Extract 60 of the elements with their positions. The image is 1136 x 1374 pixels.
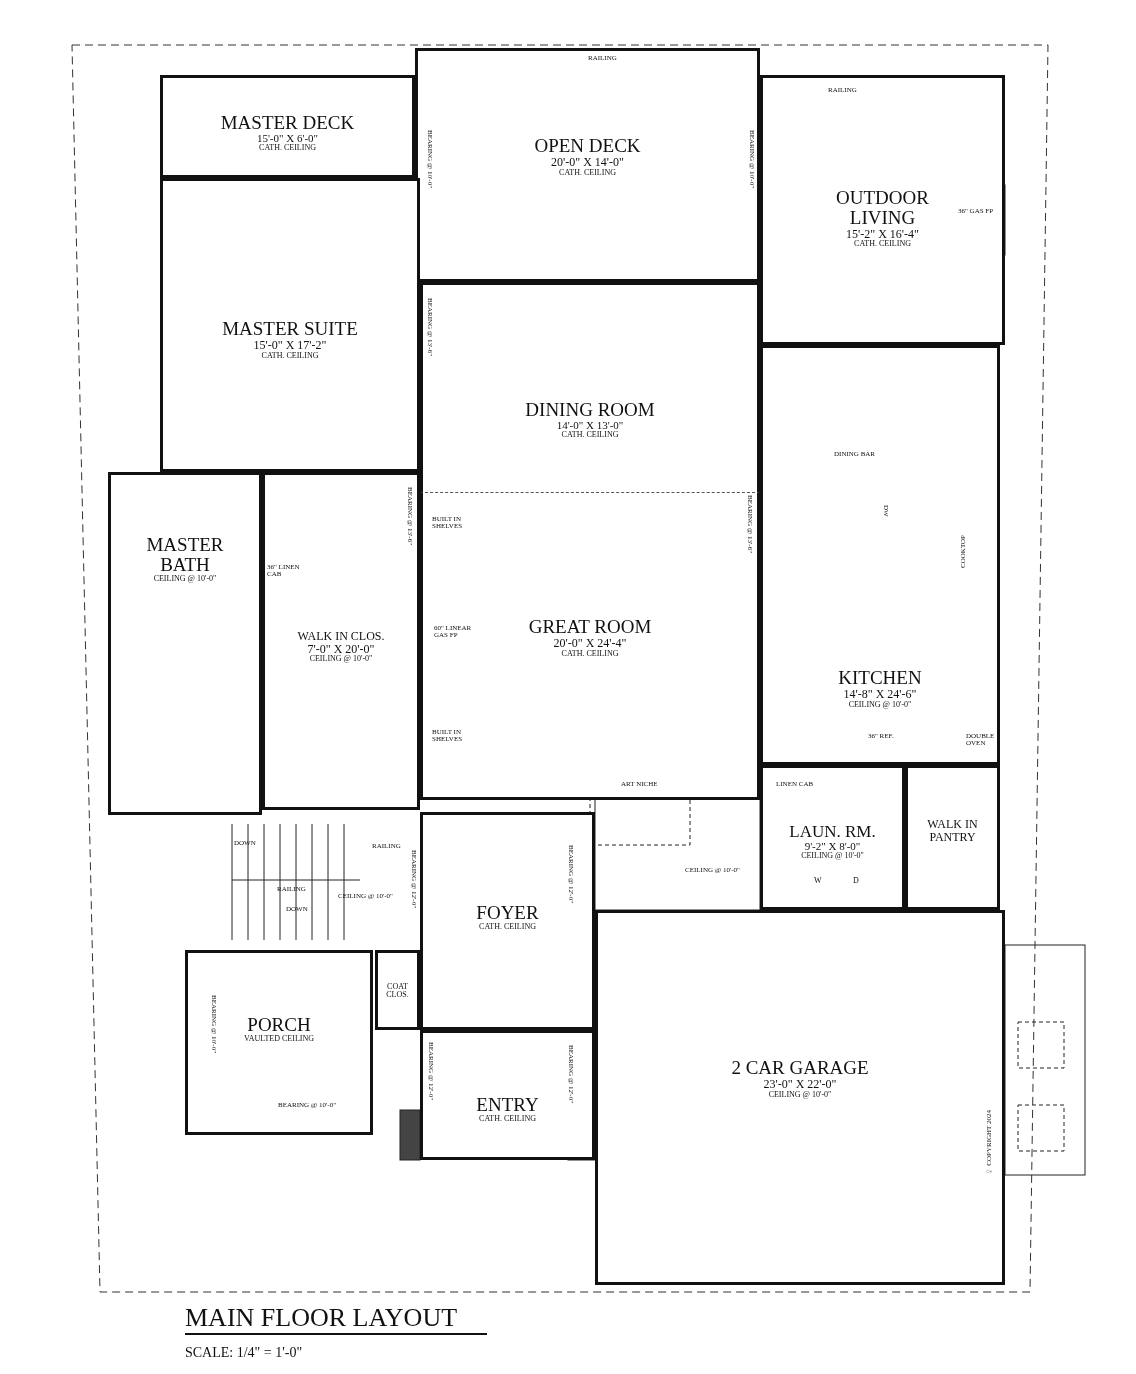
scale-note: SCALE: 1/4" = 1'-0": [185, 1345, 303, 1361]
ceiling-note: CEILING @ 10'-0": [309, 655, 373, 664]
room-dimensions: 15'-0" X 6'-0": [256, 132, 319, 144]
room-name: DINING ROOM: [525, 400, 655, 420]
room-outline: [760, 345, 1000, 765]
room-name: MASTER DECK: [220, 113, 355, 133]
room-name: FOYER: [476, 903, 539, 923]
room-outline: [760, 765, 905, 910]
room-name: KITCHEN: [838, 668, 922, 688]
room-name: OUTDOOR LIVING: [835, 188, 930, 228]
room-outline: [108, 472, 262, 815]
room-outline: [375, 950, 420, 1030]
room-outline: [905, 765, 1000, 910]
room-dimensions: 14'-0" X 13'-0": [556, 419, 624, 431]
room-name: WALK IN PANTRY: [926, 818, 979, 844]
room-dimensions: 23'-0" X 22'-0": [763, 1077, 837, 1091]
ceiling-note: VAULTED CEILING: [244, 1034, 314, 1044]
room-outline: [420, 812, 595, 1030]
room-outline: [420, 492, 760, 800]
room-dimensions: 15'-0" X 17'-2": [253, 338, 327, 352]
room-name: GREAT ROOM: [528, 617, 652, 637]
room-name: MASTER BATH: [145, 535, 225, 575]
ceiling-note: CATH. CEILING: [261, 351, 319, 360]
room-dimensions: 20'-0" X 14'-0": [551, 155, 624, 169]
plan-note: W: [814, 877, 822, 885]
ceiling-note: CEILING @ 10'-0": [153, 574, 217, 584]
room-dimensions: 7'-0" X 20'-0": [307, 642, 375, 656]
ceiling-note: CATH. CEILING: [479, 1114, 536, 1124]
ceiling-note: CEILING @ 10'-0": [801, 852, 864, 861]
room-name: OPEN DECK: [534, 136, 641, 156]
ceiling-note: CEILING @ 10'-0": [848, 700, 912, 709]
ceiling-note: CEILING @ 10'-0": [768, 1090, 832, 1099]
room-name: ENTRY: [476, 1095, 539, 1115]
plan-note: D: [853, 877, 859, 885]
ceiling-note: CATH. CEILING: [479, 922, 536, 932]
room-dimensions: 20'-0" X 24'-4": [553, 636, 627, 650]
room-outline: [595, 910, 1005, 1285]
room-name: PORCH: [247, 1015, 311, 1035]
room-name: 2 CAR GARAGE: [731, 1058, 869, 1078]
room-outline: [160, 178, 420, 472]
room-outline: [420, 1030, 595, 1160]
drawing-title: MAIN FLOOR LAYOUT: [185, 1303, 488, 1335]
room-name: WALK IN CLOS.: [296, 630, 386, 643]
room-dimensions: 14'-8" X 24'-6": [843, 687, 917, 701]
room-name: LAUN. RM.: [789, 823, 876, 841]
ceiling-note: CATH. CEILING: [259, 144, 316, 153]
room-outline: [185, 950, 373, 1135]
room-outline: [262, 472, 420, 810]
ceiling-note: CATH. CEILING: [561, 431, 619, 440]
room-dimensions: 15'-2" X 16'-4": [846, 227, 919, 241]
room-dimensions: 9'-2" X 8'-0": [804, 840, 861, 852]
room-outline: [415, 48, 760, 282]
room-name: MASTER SUITE: [222, 319, 358, 339]
room-name: COAT CLOS.: [385, 983, 410, 1000]
ceiling-note: CATH. CEILING: [559, 168, 616, 177]
ceiling-note: CATH. CEILING: [561, 649, 619, 658]
room-outline: [160, 75, 415, 178]
room-outline: [420, 282, 760, 492]
ceiling-note: CATH. CEILING: [854, 240, 911, 249]
room-outline: [760, 75, 1005, 345]
